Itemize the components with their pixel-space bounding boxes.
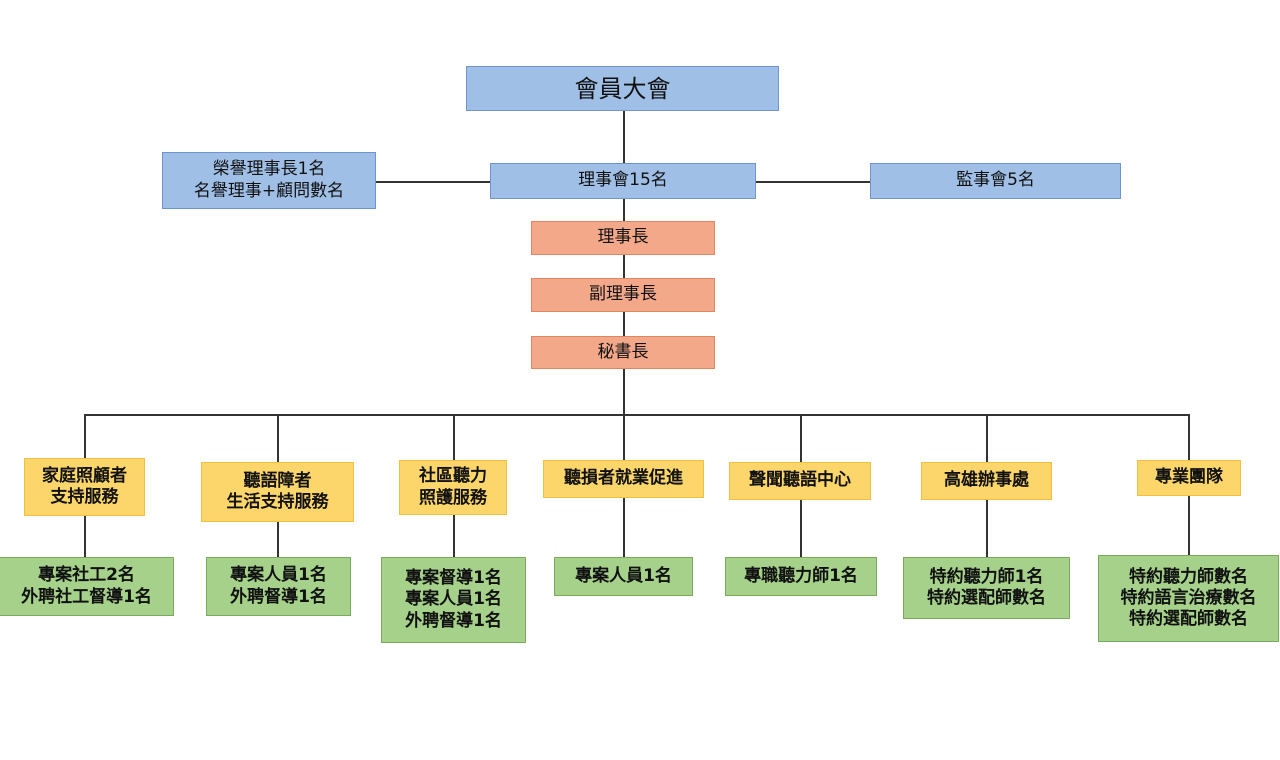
connector — [84, 414, 86, 458]
connector — [453, 414, 455, 460]
connector — [623, 414, 625, 460]
department-box: 聽語障者 生活支持服務 — [201, 462, 354, 522]
connector — [756, 181, 870, 183]
connector — [800, 414, 802, 462]
general-assembly-box: 會員大會 — [466, 66, 779, 111]
staff-box: 專案人員1名 外聘督導1名 — [206, 557, 351, 616]
connector — [277, 414, 279, 462]
connector — [623, 498, 625, 557]
connector — [1188, 414, 1190, 460]
secretary-general-box: 秘書長 — [531, 336, 715, 369]
staff-box: 專案督導1名 專案人員1名 外聘督導1名 — [381, 557, 526, 643]
connector — [84, 414, 1189, 416]
staff-box: 特約聽力師數名 特約語言治療數名 特約選配師數名 — [1098, 555, 1279, 642]
department-box: 聽損者就業促進 — [543, 460, 704, 498]
vice-chairman-box: 副理事長 — [531, 278, 715, 312]
department-box: 聲聞聽語中心 — [729, 462, 871, 500]
department-box: 專業團隊 — [1137, 460, 1241, 496]
connector — [623, 111, 625, 163]
honorary-chair-box: 榮譽理事長1名 名譽理事+顧問數名 — [162, 152, 376, 209]
connector — [986, 414, 988, 462]
staff-box: 專職聽力師1名 — [725, 557, 877, 596]
department-box: 社區聽力 照護服務 — [399, 460, 507, 515]
department-box: 家庭照顧者 支持服務 — [24, 458, 145, 516]
connector — [453, 515, 455, 557]
chairman-box: 理事長 — [531, 221, 715, 255]
staff-box: 特約聽力師1名 特約選配師數名 — [903, 557, 1070, 619]
connector — [986, 500, 988, 557]
department-box: 高雄辦事處 — [921, 462, 1052, 500]
connector — [84, 516, 86, 557]
board-of-directors-box: 理事會15名 — [490, 163, 756, 199]
connector — [800, 500, 802, 557]
staff-box: 專案人員1名 — [554, 557, 693, 596]
connector — [376, 181, 490, 183]
connector — [277, 522, 279, 557]
staff-box: 專案社工2名 外聘社工督導1名 — [0, 557, 174, 616]
board-of-supervisors-box: 監事會5名 — [870, 163, 1121, 199]
connector — [1188, 496, 1190, 555]
